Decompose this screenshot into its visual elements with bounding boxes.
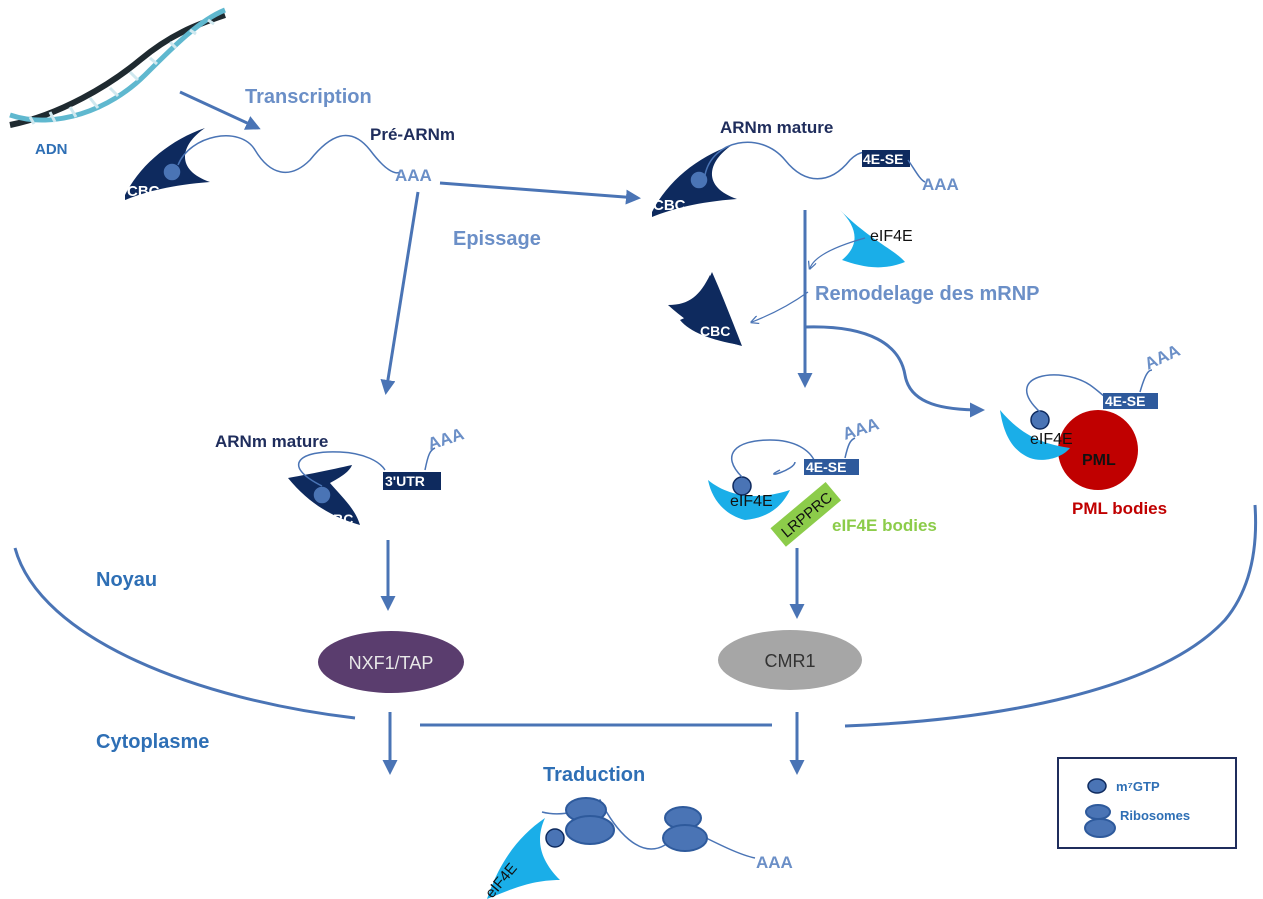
nxf1-receptor [318, 631, 464, 693]
eif4e-remodel [840, 210, 905, 268]
mature-mrna-left-label: ARNm mature [215, 432, 328, 451]
pre-mrna-label: Pré-ARNm [370, 125, 455, 144]
legend-m7gtp-label: m⁷GTP [1116, 779, 1160, 794]
svg-text:4E-SE: 4E-SE [806, 459, 846, 475]
legend-ribosome-small-icon [1085, 804, 1111, 820]
cbc-label: CBC [127, 183, 160, 200]
pml-body-complex: PML 4E-SE [1000, 369, 1158, 490]
nuclear-envelope-left [13, 547, 356, 720]
remodeling-label: Remodelage des mRNP [815, 283, 1040, 305]
dna-helix-icon [9, 7, 226, 128]
eif4e-body-eif4e-label: eIF4E [730, 493, 773, 510]
pre-mrna-polya: AAA [395, 166, 432, 185]
splicing-arrow-down [380, 191, 420, 395]
eif4e-in-arrow [810, 237, 866, 268]
pml-polya: AAA [1142, 341, 1183, 374]
svg-text:PML: PML [1082, 452, 1116, 469]
legend: m⁷GTP Ribosomes [1057, 757, 1237, 849]
pml-body [1058, 410, 1138, 490]
legend-ribosome-large-icon [1084, 818, 1116, 838]
se4e-element-top [862, 150, 910, 167]
svg-text:3'UTR: 3'UTR [385, 473, 425, 489]
mature-mrna-top-polya: AAA [922, 175, 959, 194]
translation-label: Traduction [543, 764, 645, 786]
svg-text:CBC: CBC [700, 323, 730, 339]
eif4e-bodies-label: eIF4E bodies [832, 516, 937, 535]
mature-mrna-top-label: ARNm mature [720, 118, 833, 137]
cbc-out-arrow [752, 291, 809, 322]
nuclear-envelope-right [844, 504, 1258, 728]
nucleus-label: Noyau [96, 569, 157, 591]
svg-text:CBC: CBC [323, 511, 353, 527]
svg-text:4E-SE: 4E-SE [863, 151, 903, 167]
cbc-released: CBC [668, 272, 742, 346]
cytoplasm-label: Cytoplasme [96, 731, 209, 753]
translation-polya: AAA [756, 853, 793, 872]
mature-mrna-left-complex: CBC 3'UTR [288, 447, 441, 527]
mature-mrna-top-complex: CBC 4E-SE [652, 141, 926, 217]
legend-cap-icon [1087, 778, 1107, 794]
utr3-element [383, 472, 441, 490]
nxf1-label: NXF1/TAP [349, 653, 434, 673]
eif4e-body-polya: AAA [840, 414, 881, 443]
translation-complex [487, 797, 756, 899]
mature-mrna-left-polya: AAA [425, 424, 466, 453]
splicing-arrow-right [439, 181, 641, 205]
transcription-label: Transcription [245, 86, 372, 108]
eif4e-translation-shape [487, 818, 560, 899]
pml-arrow [804, 325, 985, 418]
cmr1-label: CMR1 [764, 651, 815, 671]
pre-mrna-complex: CBC [125, 128, 401, 200]
svg-text:4E-SE: 4E-SE [1105, 393, 1145, 409]
dna-label: ADN [35, 141, 68, 158]
lrpprc-shape: LRPPRC [770, 482, 842, 547]
eif4e-remodel-label: eIF4E [870, 228, 913, 245]
splicing-label: Epissage [453, 228, 541, 250]
ribosome-large-2 [662, 824, 708, 852]
pml-eif4e-label: eIF4E [1030, 431, 1073, 448]
transcription-arrow [179, 90, 261, 130]
ribosome-large-1 [565, 815, 615, 845]
svg-text:CBC: CBC [653, 197, 686, 214]
cmr1-receptor [718, 630, 862, 690]
legend-ribosomes-label: Ribosomes [1120, 808, 1190, 823]
cap-icon [162, 162, 182, 182]
pml-bodies-label: PML bodies [1072, 499, 1167, 518]
